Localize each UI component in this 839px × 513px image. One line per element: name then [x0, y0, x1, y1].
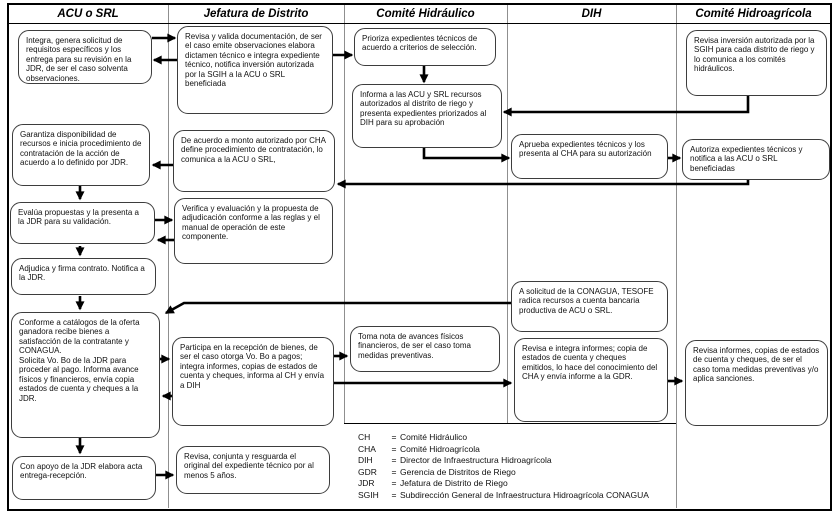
step-dih-tesofe-radica: A solicitud de la CONAGUA, TESOFE radica… — [511, 281, 668, 332]
step-dih-revisa-informes: Revisa e integra informes; copia de esta… — [514, 338, 668, 422]
step-ch-toma-nota: Toma nota de avances físicos financieros… — [350, 326, 500, 372]
step-acu-garantiza-recursos: Garantiza disponibilidad de recursos e i… — [12, 124, 150, 186]
legend-abbr: GDR — [358, 466, 377, 477]
step-jdr-revisa-valida: Revisa y valida documentación, de ser el… — [177, 26, 333, 114]
legend-definition: Subdirección General de Infraestructura … — [400, 489, 649, 500]
header-underline — [8, 23, 830, 24]
legend-abbr: CH — [358, 432, 371, 442]
step-acu-adjudica-contrato: Adjudica y firma contrato. Notifica a la… — [11, 258, 156, 295]
step-jdr-define-contratacion: De acuerdo a monto autorizado por CHA de… — [173, 130, 335, 192]
legend-item-cha: CHA = Comité Hidroagrícola — [358, 444, 676, 456]
step-cha-autoriza-expedientes: Autoriza expedientes técnicos y notifica… — [682, 139, 830, 180]
lane-header-comite-hidraulico: Comité Hidráulico — [376, 8, 475, 20]
abbreviation-legend: CH = Comité Hidráulico CHA = Comité Hidr… — [344, 423, 676, 508]
legend-abbr: JDR — [358, 478, 375, 488]
step-jdr-participa-recepcion: Participa en la recepción de bienes, de … — [172, 337, 334, 426]
step-acu-evalua-propuestas: Evalúa propuestas y la presenta a la JDR… — [10, 202, 155, 244]
legend-equals: = — [391, 478, 397, 488]
step-ch-informa-recursos: Informa a las ACU y SRL recursos autoriz… — [352, 84, 502, 148]
legend-equals: = — [391, 489, 397, 500]
lane-header-dih: DIH — [581, 8, 602, 20]
legend-item-gdr: GDR = Gerencia de Distritos de Riego — [358, 467, 676, 479]
legend-equals: = — [391, 466, 397, 477]
step-jdr-verifica-adjudicacion: Verifica y evaluación y la propuesta de … — [174, 198, 333, 264]
lane-header-comite-hidroagricola: Comité Hidroagrícola — [695, 8, 812, 20]
step-ch-prioriza-expedientes: Prioriza expedientes técnicos de acuerdo… — [354, 28, 496, 66]
legend-definition: Director de Infraestructura Hidroagrícol… — [400, 455, 552, 465]
legend-definition: Comité Hidroagrícola — [400, 443, 480, 454]
step-cha-revisa-inversion: Revisa inversión autorizada por la SGIH … — [686, 30, 827, 96]
lane-header-jefatura-distrito: Jefatura de Distrito — [203, 8, 309, 20]
lane-divider-3 — [507, 5, 508, 423]
step-acu-integra-solicitud: Integra, genera solicitud de requisitos … — [18, 30, 152, 84]
legend-item-dih: DIH = Director de Infraestructura Hidroa… — [358, 455, 676, 467]
legend-abbr: CHA — [358, 443, 376, 454]
legend-equals: = — [391, 432, 397, 442]
lane-divider-2 — [344, 5, 345, 508]
legend-equals: = — [391, 455, 397, 465]
step-acu-acta-entrega: Con apoyo de la JDR elabora acta entrega… — [12, 456, 156, 500]
step-cha-revisa-informes: Revisa informes, copias de estados de cu… — [685, 340, 828, 426]
legend-abbr: DIH — [358, 455, 373, 465]
lane-divider-4 — [676, 5, 677, 508]
legend-item-jdr: JDR = Jefatura de Distrito de Riego — [358, 478, 676, 490]
legend-definition: Jefatura de Distrito de Riego — [400, 478, 508, 488]
legend-abbr: SGIH — [358, 489, 379, 500]
legend-definition: Comité Hidráulico — [400, 432, 468, 442]
step-dih-aprueba-expedientes: Aprueba expedientes técnicos y los prese… — [511, 134, 668, 179]
legend-item-ch: CH = Comité Hidráulico — [358, 432, 676, 444]
legend-definition: Gerencia de Distritos de Riego — [400, 466, 516, 477]
step-jdr-resguarda-expediente: Revisa, conjunta y resguarda el original… — [176, 446, 330, 494]
legend-equals: = — [391, 443, 397, 454]
lane-divider-1 — [168, 5, 169, 508]
lane-header-acu-srl: ACU o SRL — [57, 8, 119, 20]
step-acu-recibe-bienes: Conforme a catálogos de la oferta ganado… — [11, 312, 160, 438]
legend-item-sgih: SGIH = Subdirección General de Infraestr… — [358, 490, 676, 502]
